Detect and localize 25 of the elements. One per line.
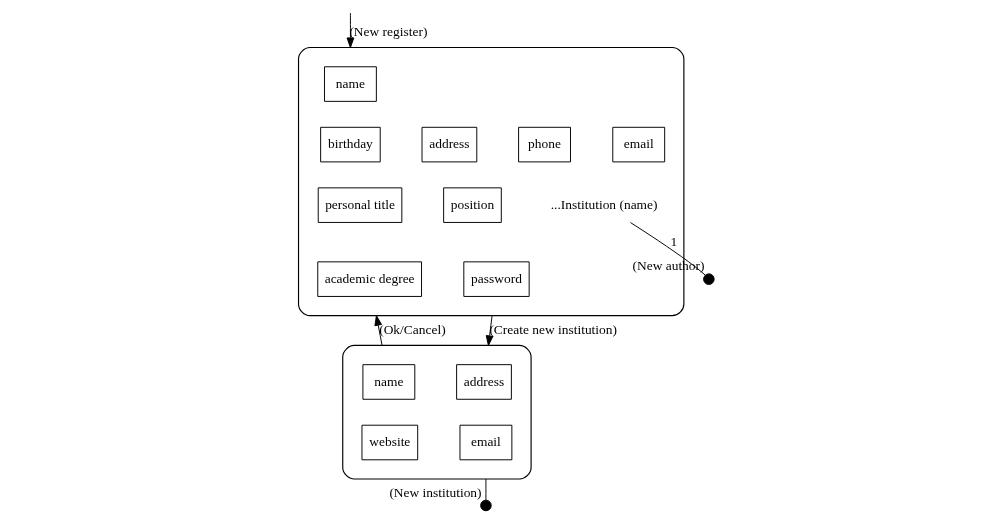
cluster: [341, 344, 532, 480]
node-box: birthday: [319, 126, 381, 163]
node-box: name: [323, 66, 377, 102]
arrow: [373, 315, 383, 346]
node-box: address: [421, 126, 477, 163]
connector: [484, 478, 486, 501]
node-box: academic degree: [316, 261, 422, 297]
edge-label: (Ok/Cancel): [378, 322, 446, 338]
connector: [629, 222, 706, 276]
node-box: email: [459, 424, 512, 461]
node-box: password: [462, 261, 530, 297]
arrow: [485, 315, 493, 346]
node-box: name: [361, 364, 415, 400]
node-circle: [702, 273, 715, 285]
node-box: website: [360, 424, 418, 461]
node-box: address: [455, 364, 512, 400]
node-box: email: [611, 126, 665, 163]
node-box: position: [442, 187, 502, 223]
node-circle: [479, 499, 492, 512]
edge-label: (Create new institution): [488, 322, 617, 338]
node-box: personal title: [317, 187, 402, 223]
node-text: ...Institution (name): [550, 196, 657, 212]
edge-label: 1: [669, 233, 677, 249]
node-box: phone: [517, 126, 571, 163]
node-label: (New institution): [388, 484, 482, 500]
